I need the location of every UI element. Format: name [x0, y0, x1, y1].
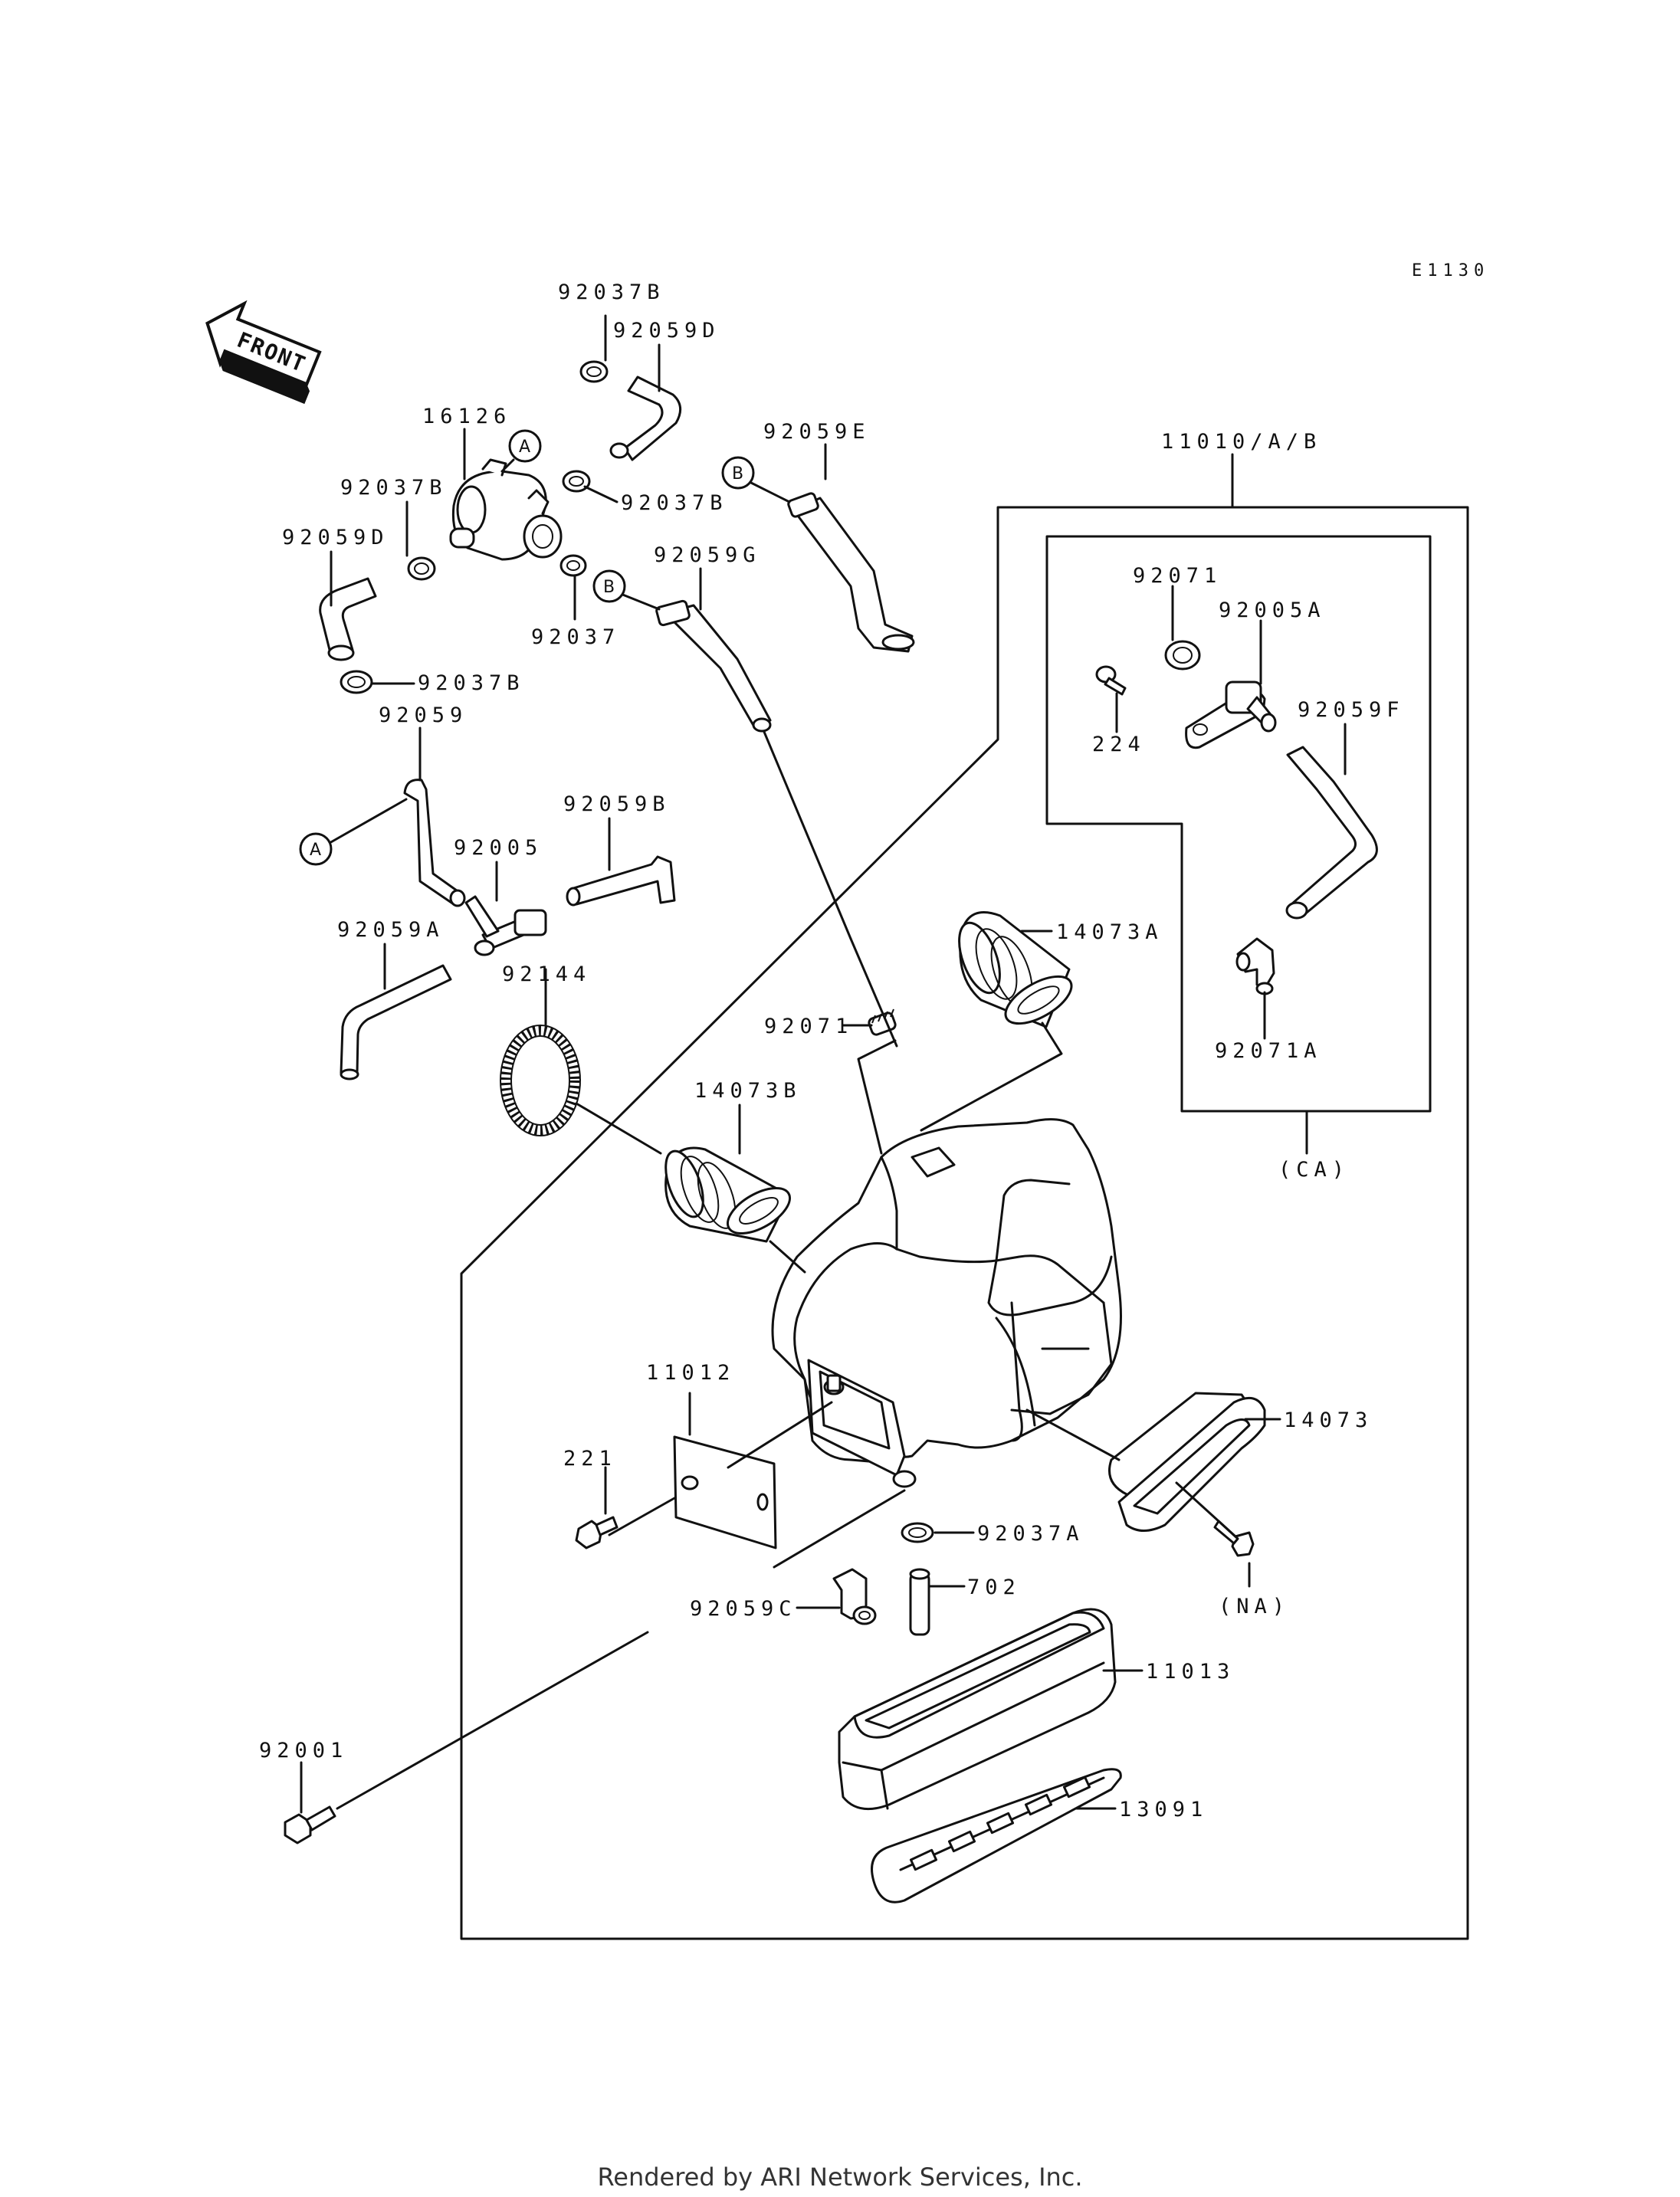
label-16126: 16126	[422, 405, 511, 428]
hose-92059g	[655, 599, 772, 733]
bolt-221	[575, 1516, 619, 1549]
air-box-main	[771, 1118, 1122, 1488]
label-92071a: 92071A	[1215, 1039, 1322, 1063]
label-11013: 11013	[1146, 1660, 1235, 1684]
leader-lines	[300, 314, 1347, 1814]
label-92059f: 92059F	[1298, 698, 1405, 722]
label-92059d-top: 92059D	[613, 319, 720, 343]
label-ca: (CA)	[1278, 1158, 1350, 1182]
fitting-92005a	[1185, 680, 1277, 749]
clip-92037	[559, 554, 587, 577]
label-92005a: 92005A	[1219, 598, 1326, 622]
assembly-outline	[460, 453, 1469, 1940]
footer-credit: Rendered by ARI Network Services, Inc.	[597, 2163, 1083, 2192]
svg-text:B: B	[732, 464, 743, 484]
duct-14073b	[664, 1146, 791, 1243]
callout-a-top: A	[508, 429, 542, 463]
cover-11012	[673, 1435, 777, 1549]
front-arrow-icon: FRONT	[205, 300, 322, 405]
spring-92144	[500, 1025, 581, 1136]
label-92059e: 92059E	[763, 420, 871, 444]
callout-b-top: B	[721, 456, 755, 490]
label-92059d-left: 92059D	[282, 526, 389, 549]
tray-11013	[838, 1608, 1117, 1811]
label-702: 702	[967, 1576, 1021, 1599]
valve-16126	[449, 458, 563, 561]
label-221: 221	[563, 1447, 617, 1471]
diagram-id: E1130	[1412, 261, 1489, 280]
part-labels: 92037B 92059D 16126 92037B 92037B 92059E…	[259, 280, 1405, 1822]
bolt-92001	[284, 1805, 336, 1844]
hose-92059b	[566, 855, 676, 907]
hose-92059d-left	[319, 577, 377, 661]
label-11010: 11010/A/B	[1161, 430, 1321, 454]
duct-14073a	[958, 911, 1073, 1028]
elbow-92071a	[1235, 937, 1275, 995]
label-14073b: 14073B	[694, 1079, 802, 1103]
screw-224	[1095, 665, 1127, 696]
label-14073a: 14073A	[1056, 920, 1163, 944]
label-14073: 14073	[1284, 1408, 1373, 1432]
label-92037: 92037	[531, 625, 620, 649]
label-92037b-low: 92037B	[418, 671, 525, 695]
hose-92059a	[340, 964, 452, 1080]
clip-92037b-low	[340, 670, 373, 694]
label-92037b-top: 92037B	[558, 280, 665, 304]
joint-92005	[464, 895, 547, 956]
svg-text:B: B	[603, 578, 615, 597]
clip-92037b-left	[407, 556, 436, 581]
callout-b-mid: B	[592, 569, 626, 603]
label-92059g: 92059G	[654, 543, 761, 567]
label-224: 224	[1092, 733, 1146, 756]
grommet-92071-box	[1164, 640, 1201, 671]
elbow-92059c	[832, 1568, 877, 1625]
clip-92037a	[901, 1522, 934, 1543]
label-92059b: 92059B	[563, 792, 671, 816]
duct-14073	[1108, 1392, 1266, 1532]
filter-13091	[871, 1768, 1122, 1904]
label-92071-mid: 92071	[764, 1015, 853, 1038]
label-92037a: 92037A	[977, 1522, 1084, 1546]
clip-92037b-mid	[562, 470, 591, 493]
label-92037b-mid: 92037B	[621, 491, 728, 515]
label-92037b-left: 92037B	[340, 476, 448, 500]
label-92059a: 92059A	[337, 918, 445, 942]
label-13091: 13091	[1119, 1798, 1208, 1822]
callout-a-left: A	[299, 832, 333, 866]
label-na: (NA)	[1219, 1595, 1290, 1618]
label-92059c: 92059C	[690, 1597, 797, 1621]
label-92059: 92059	[379, 703, 468, 727]
label-92071-box: 92071	[1133, 564, 1222, 588]
label-92144: 92144	[502, 962, 591, 986]
bolt-na	[1213, 1520, 1255, 1557]
label-92005: 92005	[454, 836, 543, 860]
hose-92059d-top	[609, 375, 682, 461]
svg-text:A: A	[519, 438, 530, 457]
hose-92059f	[1285, 746, 1378, 920]
clip-92037b-top	[579, 360, 609, 383]
label-92001: 92001	[259, 1739, 348, 1763]
tube-702	[909, 1568, 930, 1636]
svg-text:A: A	[310, 841, 321, 860]
label-11012: 11012	[646, 1361, 735, 1385]
hose-92059e	[787, 492, 915, 653]
